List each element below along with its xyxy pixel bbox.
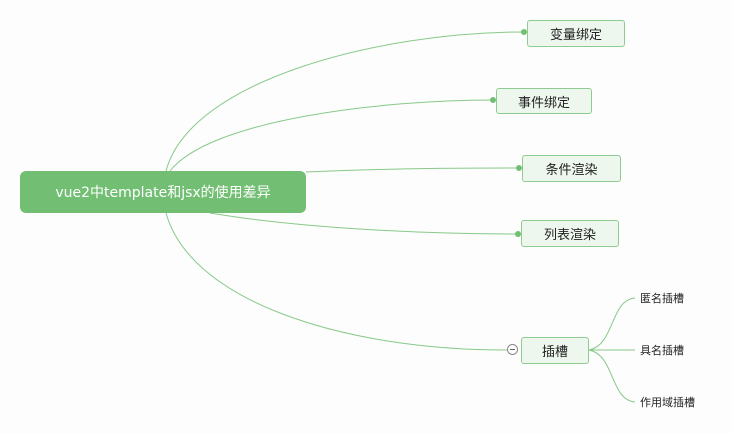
collapse-toggle-icon[interactable] (507, 344, 518, 355)
leaf-node-named-slot[interactable]: 具名插槽 (640, 342, 684, 358)
root-node-label: vue2中template和jsx的使用差异 (55, 185, 271, 201)
branch-node-variable-binding[interactable]: 变量绑定 (527, 20, 625, 47)
branch-node-list-rendering[interactable]: 列表渲染 (521, 220, 619, 247)
branch-node-label: 列表渲染 (543, 228, 596, 243)
branch-node-label: 变量绑定 (549, 28, 602, 43)
leaf-node-label: 作用域插槽 (640, 396, 695, 409)
leaf-node-label: 具名插槽 (640, 344, 684, 357)
branch-node-label: 事件绑定 (517, 95, 570, 111)
root-node[interactable]: vue2中template和jsx的使用差异 (20, 171, 306, 213)
branch-node-conditional-rendering[interactable]: 条件渲染 (522, 155, 621, 182)
leaf-node-label: 匿名插槽 (640, 292, 684, 305)
leaf-node-anonymous-slot[interactable]: 匿名插槽 (640, 290, 684, 306)
branch-node-event-binding[interactable]: 事件绑定 (496, 88, 592, 114)
branch-node-label: 插槽 (541, 345, 568, 360)
branch-node-label: 条件渲染 (545, 163, 598, 178)
branch-node-slots[interactable]: 插槽 (521, 337, 589, 364)
leaf-node-scoped-slot[interactable]: 作用域插槽 (640, 394, 695, 410)
